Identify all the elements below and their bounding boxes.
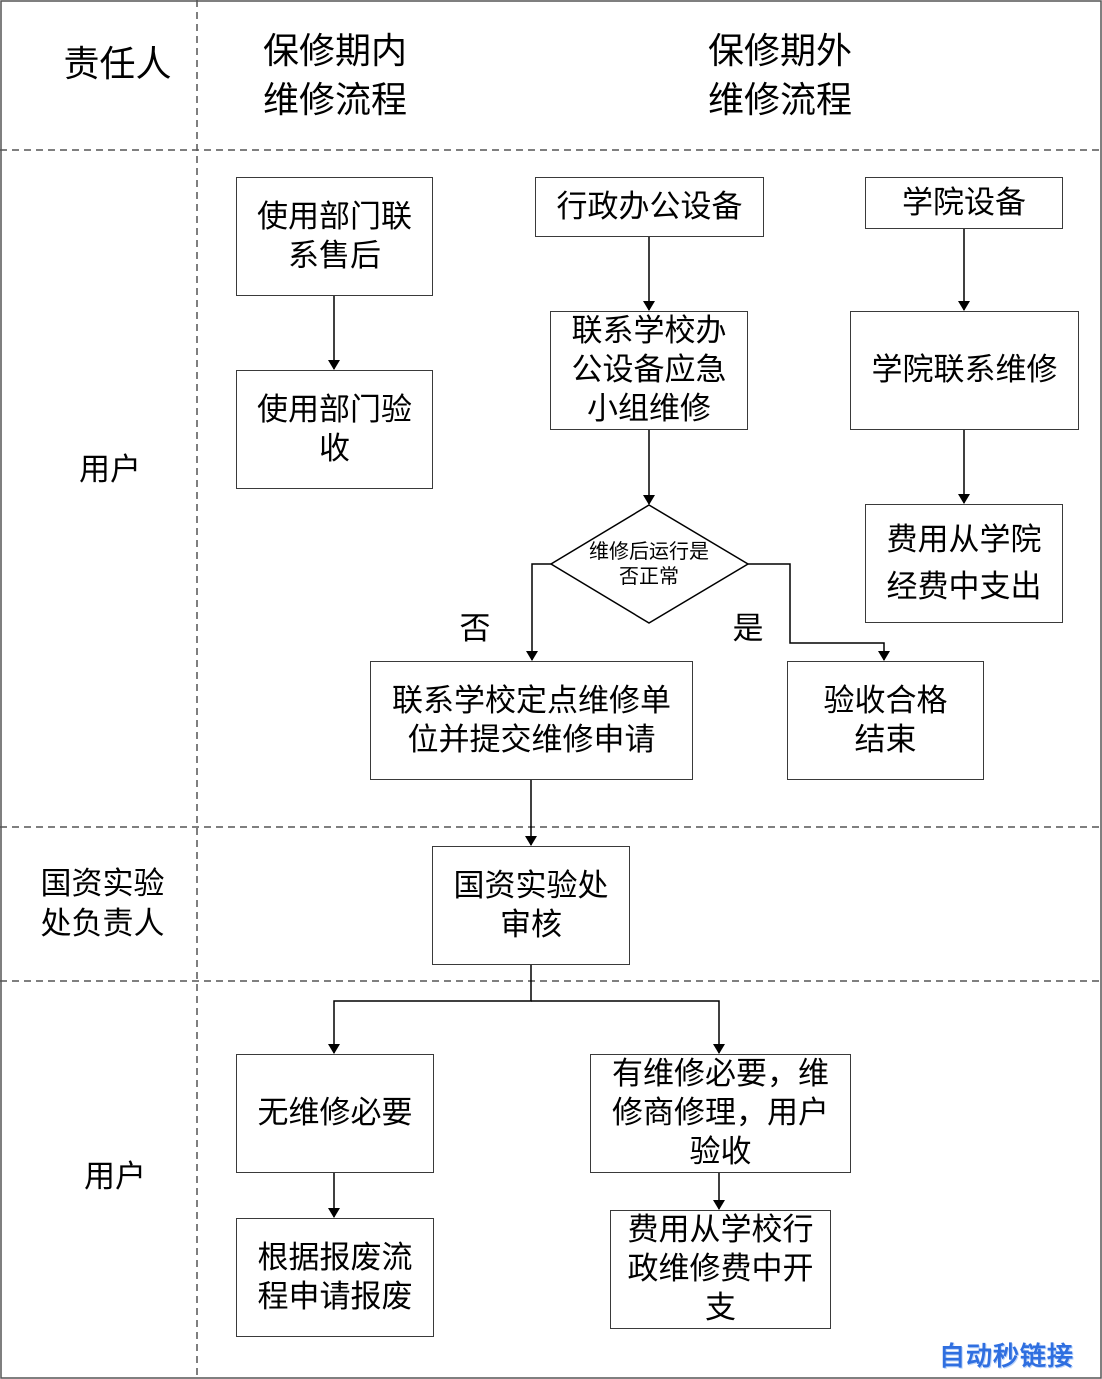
header-responsible: 责任人 — [63, 43, 172, 85]
watermark-logo: 自动秒链接 — [938, 1342, 1074, 1372]
box-cost-from-college: 费用从学院 经费中支出 — [865, 504, 1063, 623]
role-user-bottom: 用户 — [84, 1158, 146, 1195]
arrow-decision-yes — [748, 563, 890, 661]
box-contact-designated-repair: 联系学校定点维修单 位并提交维修申请 — [370, 661, 693, 780]
box-repair-needed: 有维修必要，维 修商修理，用户 验收 — [590, 1054, 851, 1173]
role-asset-lab: 国资实验 处负责人 — [40, 865, 165, 942]
role-user-top: 用户 — [79, 451, 141, 488]
box-cost-from-school: 费用从学校行 政维修费中开 支 — [610, 1210, 831, 1329]
decision-running-normal-label: 维修后运行是 否正常 — [589, 539, 709, 588]
box-admin-office-equipment: 行政办公设备 — [535, 177, 764, 237]
box-acceptance-passed-end: 验收合格 结束 — [787, 661, 984, 780]
condition-yes: 是 — [732, 611, 764, 648]
header-out-warranty: 保修期外 维修流程 — [707, 31, 852, 121]
box-college-contact-repair: 学院联系维修 — [850, 311, 1079, 430]
box-college-equipment: 学院设备 — [865, 177, 1063, 229]
connector-review-split — [328, 965, 532, 1054]
box-no-repair-needed: 无维修必要 — [236, 1054, 434, 1173]
connector-review-split-right — [531, 1000, 725, 1054]
decision-diamond — [549, 504, 750, 624]
box-dept-contact-aftersales: 使用部门联 系售后 — [236, 177, 433, 296]
box-asset-lab-review: 国资实验处 审核 — [432, 846, 630, 965]
header-in-warranty: 保修期内 维修流程 — [262, 31, 407, 121]
box-contact-emergency-team: 联系学校办 公设备应急 小组维修 — [550, 311, 748, 430]
arrow-decision-no — [526, 563, 551, 661]
box-dept-acceptance: 使用部门验 收 — [236, 370, 433, 489]
condition-no: 否 — [459, 611, 491, 648]
box-scrap-process: 根据报废流 程申请报废 — [236, 1218, 434, 1337]
